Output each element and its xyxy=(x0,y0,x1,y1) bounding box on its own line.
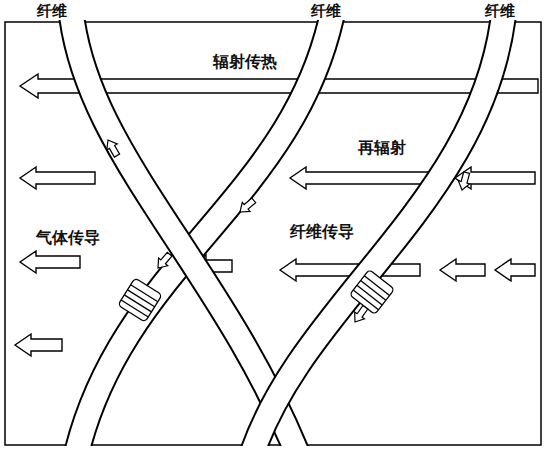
fiber-joint xyxy=(118,270,395,323)
radiation-label: 辐射传热 xyxy=(211,52,279,71)
fiber-label: 纤维 xyxy=(483,2,517,20)
fiber-conduction-label: 纤维传导 xyxy=(288,222,356,241)
fiber-label: 纤维 xyxy=(35,2,69,20)
gas-conduction-label: 气体传导 xyxy=(34,228,102,247)
reradiation-label: 再辐射 xyxy=(356,138,408,157)
fiber-label: 纤维 xyxy=(309,2,343,20)
fiber-conduction-arrows xyxy=(103,137,473,325)
fibers xyxy=(70,20,505,446)
